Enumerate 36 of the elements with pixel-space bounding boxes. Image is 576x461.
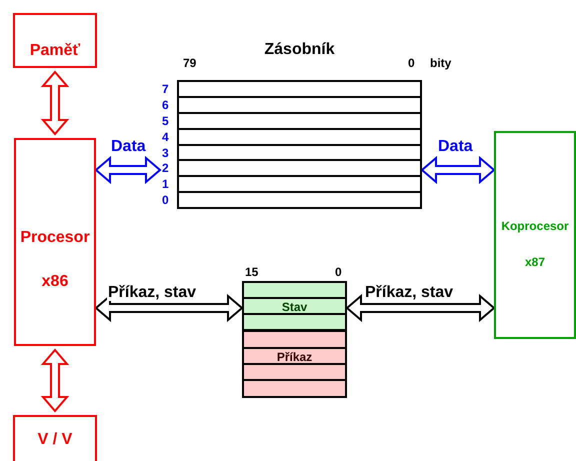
double-arrow — [345, 294, 496, 322]
register-number: 0 — [162, 194, 169, 206]
command-register — [242, 330, 347, 398]
register-number: 6 — [162, 98, 169, 111]
register-number: 4 — [162, 130, 169, 143]
architecture-label: x87 — [524, 256, 546, 268]
bit-number: 79 — [183, 57, 196, 69]
double-arrow — [40, 348, 70, 413]
memory-label: Paměť — [28, 43, 82, 59]
unit-label: bity — [430, 57, 452, 69]
register-number: 1 — [162, 178, 169, 190]
coprocessor-box — [494, 131, 576, 339]
edge-label: Příkaz, stav — [107, 285, 198, 301]
io-box — [13, 415, 97, 461]
status-register — [242, 281, 347, 331]
processor-box — [14, 138, 96, 346]
double-arrow — [420, 156, 496, 184]
bit-number: 0 — [335, 266, 342, 278]
register-label: Příkaz — [276, 351, 314, 363]
register-number: 2 — [162, 162, 169, 174]
bit-number: 0 — [408, 57, 415, 69]
edge-label: Příkaz, stav — [364, 285, 454, 301]
coprocessor-label: Koprocesor — [500, 220, 570, 232]
memory-box — [13, 13, 97, 68]
double-arrow — [94, 156, 162, 184]
double-arrow — [40, 70, 70, 136]
processor-label: Procesor — [19, 230, 91, 246]
stack-title: Zásobník — [263, 42, 336, 58]
register-number: 5 — [162, 114, 169, 127]
register-number: 7 — [162, 83, 169, 95]
io-label: V / V — [36, 432, 74, 448]
register-label: Stav — [280, 301, 308, 314]
architecture-label: x86 — [40, 274, 70, 290]
bit-number: 15 — [245, 266, 258, 278]
double-arrow — [94, 294, 244, 322]
register-number: 3 — [162, 146, 169, 158]
